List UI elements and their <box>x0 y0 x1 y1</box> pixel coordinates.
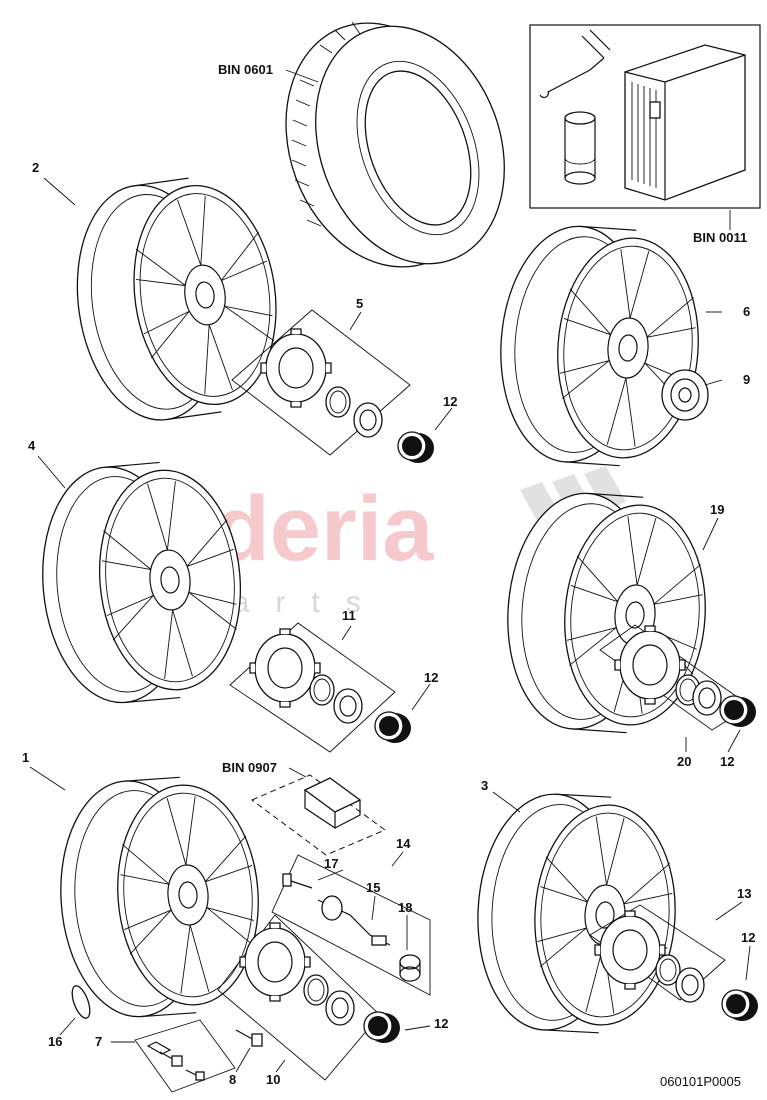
wheel-6[interactable] <box>493 221 706 470</box>
tpms-sensor[interactable] <box>251 774 387 856</box>
kit-11[interactable] <box>229 622 396 753</box>
label-part-16: 16 <box>48 1034 62 1049</box>
valve-cap-16[interactable] <box>69 984 94 1021</box>
kit-13[interactable] <box>589 904 726 1003</box>
wheel-3[interactable] <box>472 791 681 1037</box>
center-cap-9[interactable] <box>661 369 709 421</box>
bolt-set-7[interactable] <box>134 1019 236 1093</box>
label-part-5: 5 <box>356 296 363 311</box>
wheel-1[interactable] <box>53 772 266 1021</box>
label-part-12-c: 12 <box>720 754 734 769</box>
label-part-4: 4 <box>28 438 36 453</box>
valve-screw-17[interactable] <box>282 873 313 889</box>
center-cap-12-b[interactable] <box>374 711 412 744</box>
bolt-8[interactable] <box>235 1029 263 1047</box>
label-part-1: 1 <box>22 750 29 765</box>
label-part-19: 19 <box>710 502 724 517</box>
label-part-14: 14 <box>396 836 411 851</box>
label-part-13: 13 <box>737 886 751 901</box>
wrench-icon <box>547 29 611 93</box>
socket-icon <box>564 111 596 185</box>
label-part-8: 8 <box>229 1072 236 1087</box>
label-bin-0011: BIN 0011 <box>693 230 747 245</box>
diagram-code: 060101P0005 <box>660 1074 741 1089</box>
label-part-17: 17 <box>324 856 338 871</box>
label-part-12-a: 12 <box>443 394 457 409</box>
center-cap-12-c[interactable] <box>719 695 757 728</box>
label-part-18: 18 <box>398 900 412 915</box>
label-part-12-d: 12 <box>434 1016 448 1031</box>
label-part-3: 3 <box>481 778 488 793</box>
label-part-9: 9 <box>743 372 750 387</box>
label-part-15: 15 <box>366 880 380 895</box>
label-bin-0601: BIN 0601 <box>218 62 273 77</box>
label-part-2: 2 <box>32 160 39 175</box>
label-part-6: 6 <box>743 304 750 319</box>
valve-stem-15[interactable] <box>317 895 391 946</box>
wheel-2[interactable] <box>63 168 291 429</box>
valve-cap-18[interactable] <box>399 954 421 982</box>
tyre[interactable] <box>253 0 536 295</box>
label-bin-0907: BIN 0907 <box>222 760 277 775</box>
label-part-12-b: 12 <box>424 670 438 685</box>
leader-lines <box>29 69 751 1073</box>
tool-kit[interactable] <box>529 24 761 209</box>
label-part-20: 20 <box>677 754 691 769</box>
center-cap-12-a[interactable] <box>397 431 435 464</box>
valve-kit-14[interactable] <box>271 854 431 996</box>
label-part-12-e: 12 <box>741 930 755 945</box>
label-part-10: 10 <box>266 1072 280 1087</box>
label-part-11: 11 <box>342 608 356 623</box>
center-cap-12-d[interactable] <box>363 1011 401 1044</box>
compressor-icon <box>624 44 746 201</box>
kit-5[interactable] <box>231 309 411 456</box>
label-part-7: 7 <box>95 1034 102 1049</box>
center-cap-12-e[interactable] <box>721 989 759 1022</box>
